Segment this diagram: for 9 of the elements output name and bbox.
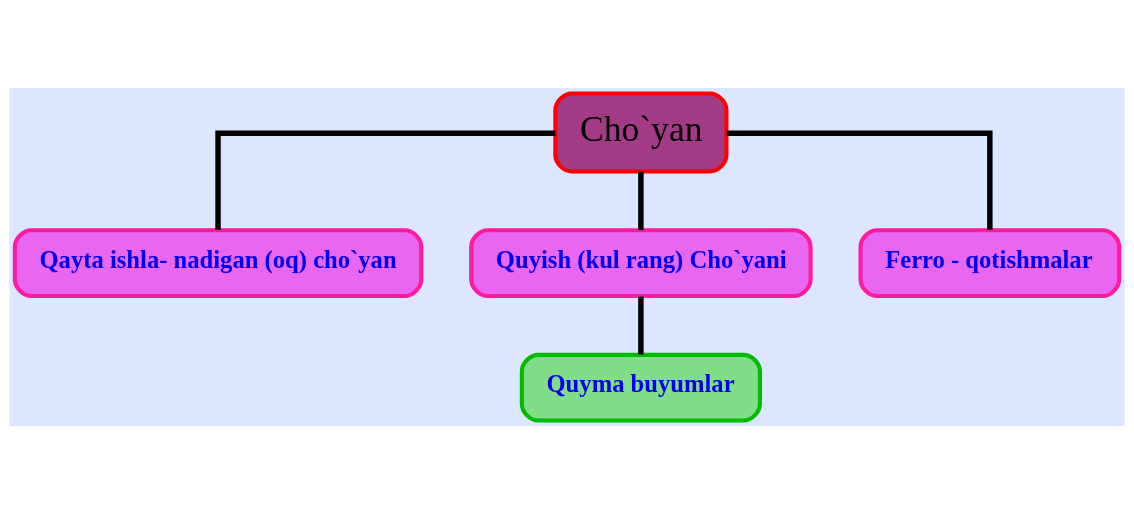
connector (726, 129, 993, 230)
node-box: Quyish (kul rang) Cho`yani (469, 227, 813, 298)
node-box: Quyma buyumlar (519, 352, 762, 423)
connector (215, 129, 556, 230)
node-box: Cho`yan (553, 90, 729, 174)
connector (638, 171, 644, 230)
node-box: Ferro - qotishmalar (858, 227, 1122, 298)
connector (638, 296, 644, 355)
node-box: Qayta ishla- nadigan (oq) cho`yan (12, 227, 424, 298)
